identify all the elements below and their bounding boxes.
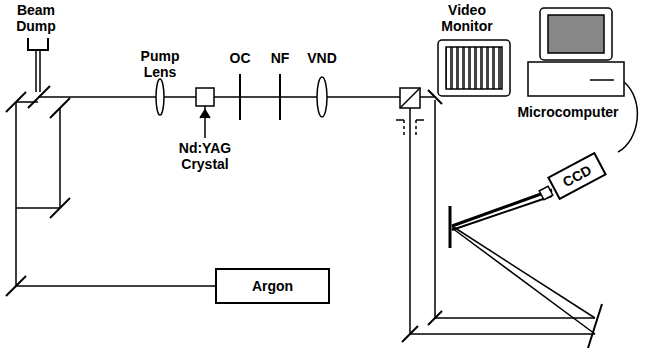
node-text: Argon (252, 278, 293, 294)
part-label: Microcomputer (508, 104, 628, 120)
node-text: CCD (560, 162, 594, 190)
part-label: Nd:YAG Crystal (160, 140, 250, 172)
part-label: VND (298, 50, 346, 66)
laser-box: Argon (215, 268, 330, 304)
part-label: OC (220, 50, 260, 66)
part-label: Video Monitor (432, 2, 502, 34)
part-label: Beam Dump (4, 2, 68, 34)
camera-lens (539, 186, 553, 200)
camera-box: CCD (547, 152, 607, 200)
part-label: NF (260, 50, 300, 66)
part-label: Pump Lens (128, 48, 192, 80)
